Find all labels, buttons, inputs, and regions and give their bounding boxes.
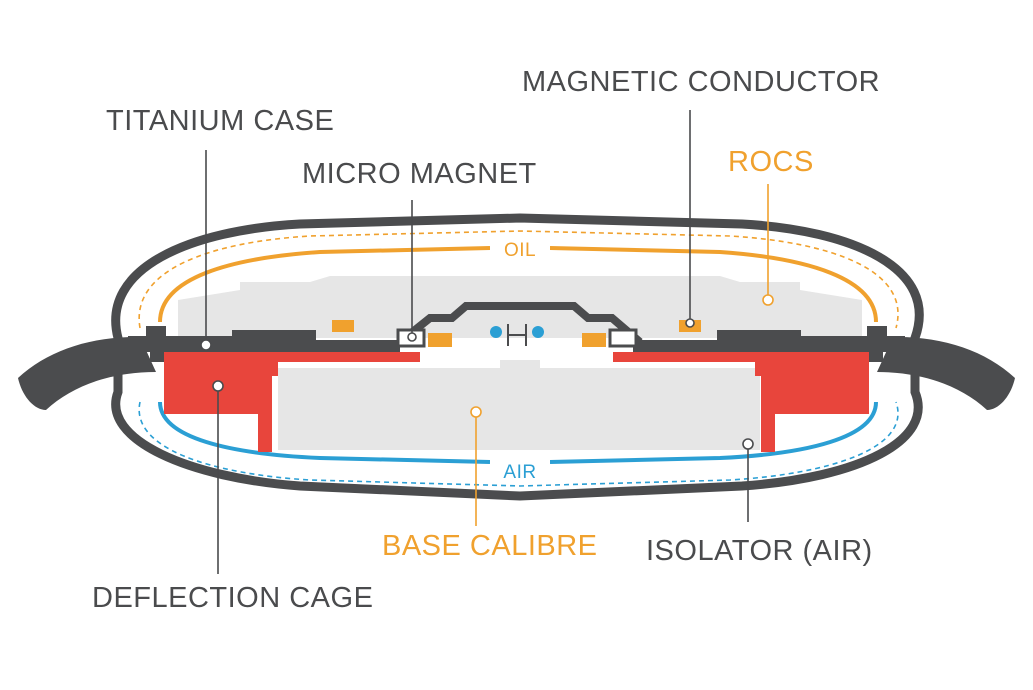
air-solid-line: [158, 401, 878, 464]
case-mid-right: [633, 326, 905, 362]
case-mid-left: [128, 326, 400, 362]
deflection-cage-label: DEFLECTION CAGE: [92, 582, 373, 614]
marker-base-calibre: [470, 406, 482, 418]
titanium-case-label: TITANIUM CASE: [106, 105, 334, 137]
oil-label: OIL: [504, 240, 536, 261]
base-calibre: [278, 360, 760, 450]
air-label-bg: [490, 450, 550, 474]
center-pivot: [507, 324, 527, 346]
rocs-block-2: [428, 333, 452, 347]
marker-deflection-cage: [212, 380, 224, 392]
marker-magnetic-conductor: [685, 318, 695, 328]
oil-dashed-line: [138, 230, 899, 329]
deflection-cage-left: [164, 352, 420, 452]
deflection-cage-right: [613, 352, 869, 452]
micro-magnet-label: MICRO MAGNET: [302, 158, 537, 190]
air-label: AIR: [503, 462, 536, 483]
center-magnet-right: [532, 326, 544, 338]
air-dashed-line: [138, 401, 899, 487]
magnetic-conductor-label: MAGNETIC CONDUCTOR: [522, 66, 880, 98]
isolator-air-label: ISOLATOR (AIR): [646, 535, 873, 567]
base-calibre-label: BASE CALIBRE: [382, 530, 598, 562]
marker-isolator-air: [742, 438, 754, 450]
rocs-label: ROCS: [728, 146, 814, 178]
oil-label-bg: [490, 236, 550, 260]
micro-magnet-right: [608, 328, 638, 348]
marker-titanium-case: [200, 339, 212, 351]
marker-rocs: [762, 294, 774, 306]
rocs-block-3: [582, 333, 606, 347]
center-bridge: [397, 302, 643, 346]
rocs-block-1: [332, 320, 354, 332]
titanium-case-shell: [111, 213, 924, 501]
oil-solid-line: [158, 246, 878, 323]
marker-micro-magnet: [407, 332, 417, 342]
center-magnet-left: [490, 326, 502, 338]
